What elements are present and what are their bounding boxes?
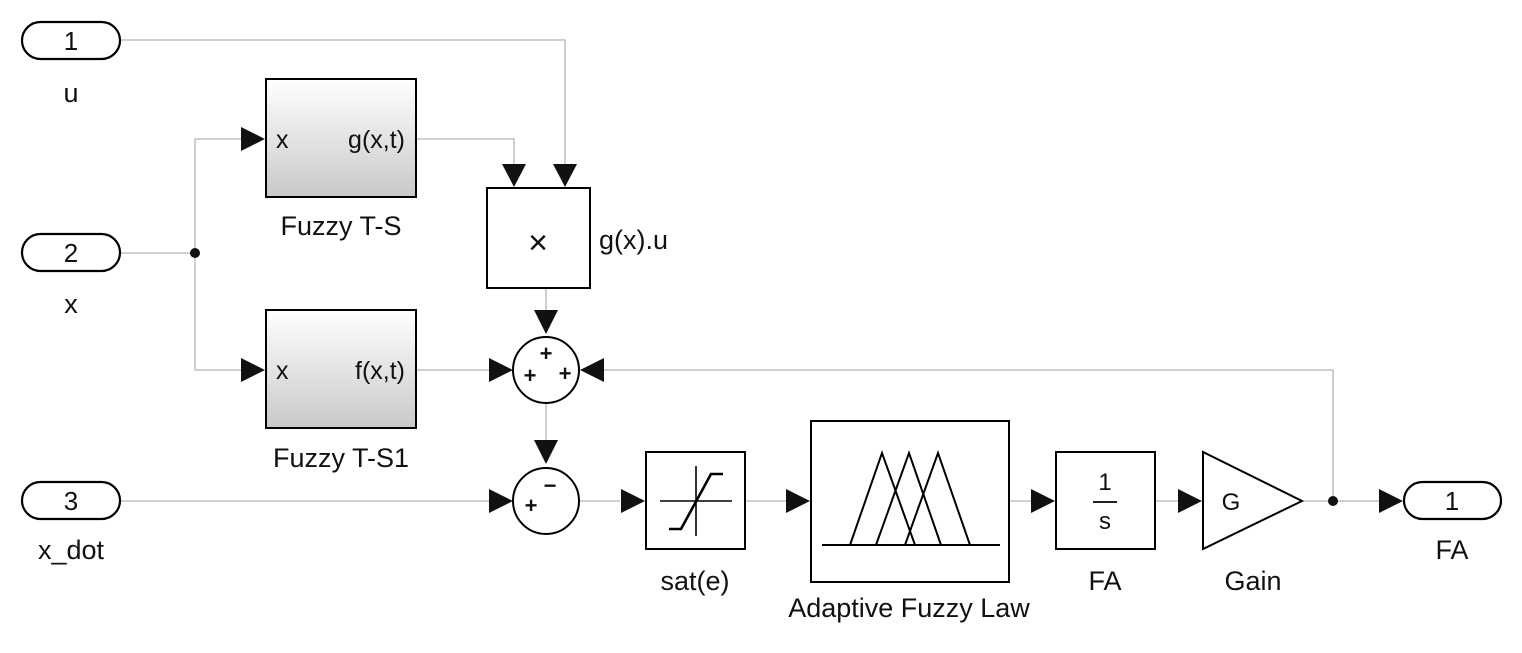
inport-x-number: 2 xyxy=(64,238,78,268)
arrow-sum2-top xyxy=(534,440,558,464)
arrow-integrator-in xyxy=(1031,489,1055,513)
sum1-shape[interactable] xyxy=(512,336,580,404)
sum1-block[interactable]: + + + xyxy=(512,336,580,404)
sum2-sign-left: + xyxy=(525,493,538,518)
fuzzy-ts-f-label: Fuzzy T-S1 xyxy=(273,443,409,473)
saturation-label: sat(e) xyxy=(660,566,729,596)
inport-x-dot-number: 3 xyxy=(64,486,78,516)
adaptive-fuzzy-law-label: Adaptive Fuzzy Law xyxy=(788,593,1030,623)
gain-shape[interactable] xyxy=(1202,450,1305,551)
sum2-shape[interactable] xyxy=(512,467,580,535)
product-symbol: × xyxy=(528,224,548,262)
gain-symbol: G xyxy=(1222,489,1241,516)
arrow-product-in2 xyxy=(553,164,577,187)
wire-u-to-product[interactable] xyxy=(120,39,566,168)
fuzzy-ts-g-output-port: g(x,t) xyxy=(348,126,405,154)
inport-x-shape[interactable] xyxy=(20,232,122,273)
integrator-numerator: 1 xyxy=(1098,469,1111,496)
wire-feedback-to-sum1[interactable] xyxy=(602,369,1334,501)
membership-functions-icon xyxy=(822,449,1000,546)
wire-branch-to-fuzzy-g[interactable] xyxy=(194,138,241,253)
branch-point-x xyxy=(190,248,200,258)
arrow-fuzzy-law-in xyxy=(786,489,810,513)
fuzzy-ts-g-input-port: x xyxy=(276,126,289,154)
integrator-label: FA xyxy=(1088,566,1121,596)
inport-x-dot[interactable]: 3 x_dot xyxy=(20,480,122,565)
sum1-sign-right: + xyxy=(559,361,572,386)
arrow-sum1-right xyxy=(580,358,604,382)
inport-u-shape[interactable] xyxy=(20,20,122,61)
saturation-icon xyxy=(660,466,732,536)
arrow-saturation-in xyxy=(621,489,645,513)
arrow-sum1-left xyxy=(489,358,513,382)
product-block[interactable]: × g(x).u xyxy=(486,187,668,289)
product-label: g(x).u xyxy=(599,225,668,255)
fuzzy-ts-f-output-port: f(x,t) xyxy=(355,357,405,385)
inport-x[interactable]: 2 x xyxy=(20,232,122,319)
inport-u-number: 1 xyxy=(64,26,78,56)
sum1-sign-left: + xyxy=(524,363,537,388)
fuzzy-ts-g-label: Fuzzy T-S xyxy=(280,211,401,241)
inport-u-label: u xyxy=(63,78,78,108)
arrow-sum1-top xyxy=(534,310,558,334)
integrator-shape[interactable] xyxy=(1055,451,1156,550)
product-shape[interactable] xyxy=(486,187,591,289)
fuzzy-ts-f-block[interactable]: x f(x,t) Fuzzy T-S1 xyxy=(265,309,417,473)
arrow-fuzzy-f-in xyxy=(241,358,265,382)
arrow-fuzzy-g-in xyxy=(241,127,265,151)
adaptive-fuzzy-law-block[interactable]: Adaptive Fuzzy Law xyxy=(788,420,1030,623)
fuzzy-ts-g-shape[interactable] xyxy=(265,78,417,198)
fuzzy-ts-f-shape[interactable] xyxy=(265,309,417,429)
sum1-sign-top: + xyxy=(540,341,553,366)
inport-u[interactable]: 1 u xyxy=(20,20,122,108)
integrator-block[interactable]: 1 s FA xyxy=(1055,451,1156,596)
wire-branch-to-fuzzy-f[interactable] xyxy=(194,253,241,371)
branch-point-output xyxy=(1328,496,1338,506)
sum2-sign-top: − xyxy=(544,473,557,498)
inport-x-dot-shape[interactable] xyxy=(20,480,122,521)
outport-fa-number: 1 xyxy=(1445,486,1459,516)
arrow-outport-in xyxy=(1379,489,1403,513)
arrow-sum2-left xyxy=(489,489,513,513)
inport-x-label: x xyxy=(64,289,78,319)
adaptive-fuzzy-law-shape[interactable] xyxy=(810,420,1010,583)
arrow-product-in1 xyxy=(502,164,526,187)
signal-lines xyxy=(120,39,1380,502)
gain-block[interactable]: G Gain xyxy=(1202,450,1305,596)
sum2-block[interactable]: + − xyxy=(512,467,580,535)
arrowheads xyxy=(241,127,1403,513)
outport-fa[interactable]: 1 FA xyxy=(1402,480,1503,565)
fuzzy-ts-f-input-port: x xyxy=(276,357,289,385)
arrow-gain-in xyxy=(1178,489,1202,513)
fuzzy-ts-g-block[interactable]: x g(x,t) Fuzzy T-S xyxy=(265,78,417,241)
integrator-denominator: s xyxy=(1099,508,1111,535)
wire-fuzzy-g-to-product[interactable] xyxy=(416,138,515,168)
outport-fa-label: FA xyxy=(1435,535,1468,565)
outport-fa-shape[interactable] xyxy=(1402,480,1503,521)
gain-label: Gain xyxy=(1224,566,1281,596)
inport-x-dot-label: x_dot xyxy=(38,535,105,565)
saturation-block[interactable]: sat(e) xyxy=(645,451,746,596)
